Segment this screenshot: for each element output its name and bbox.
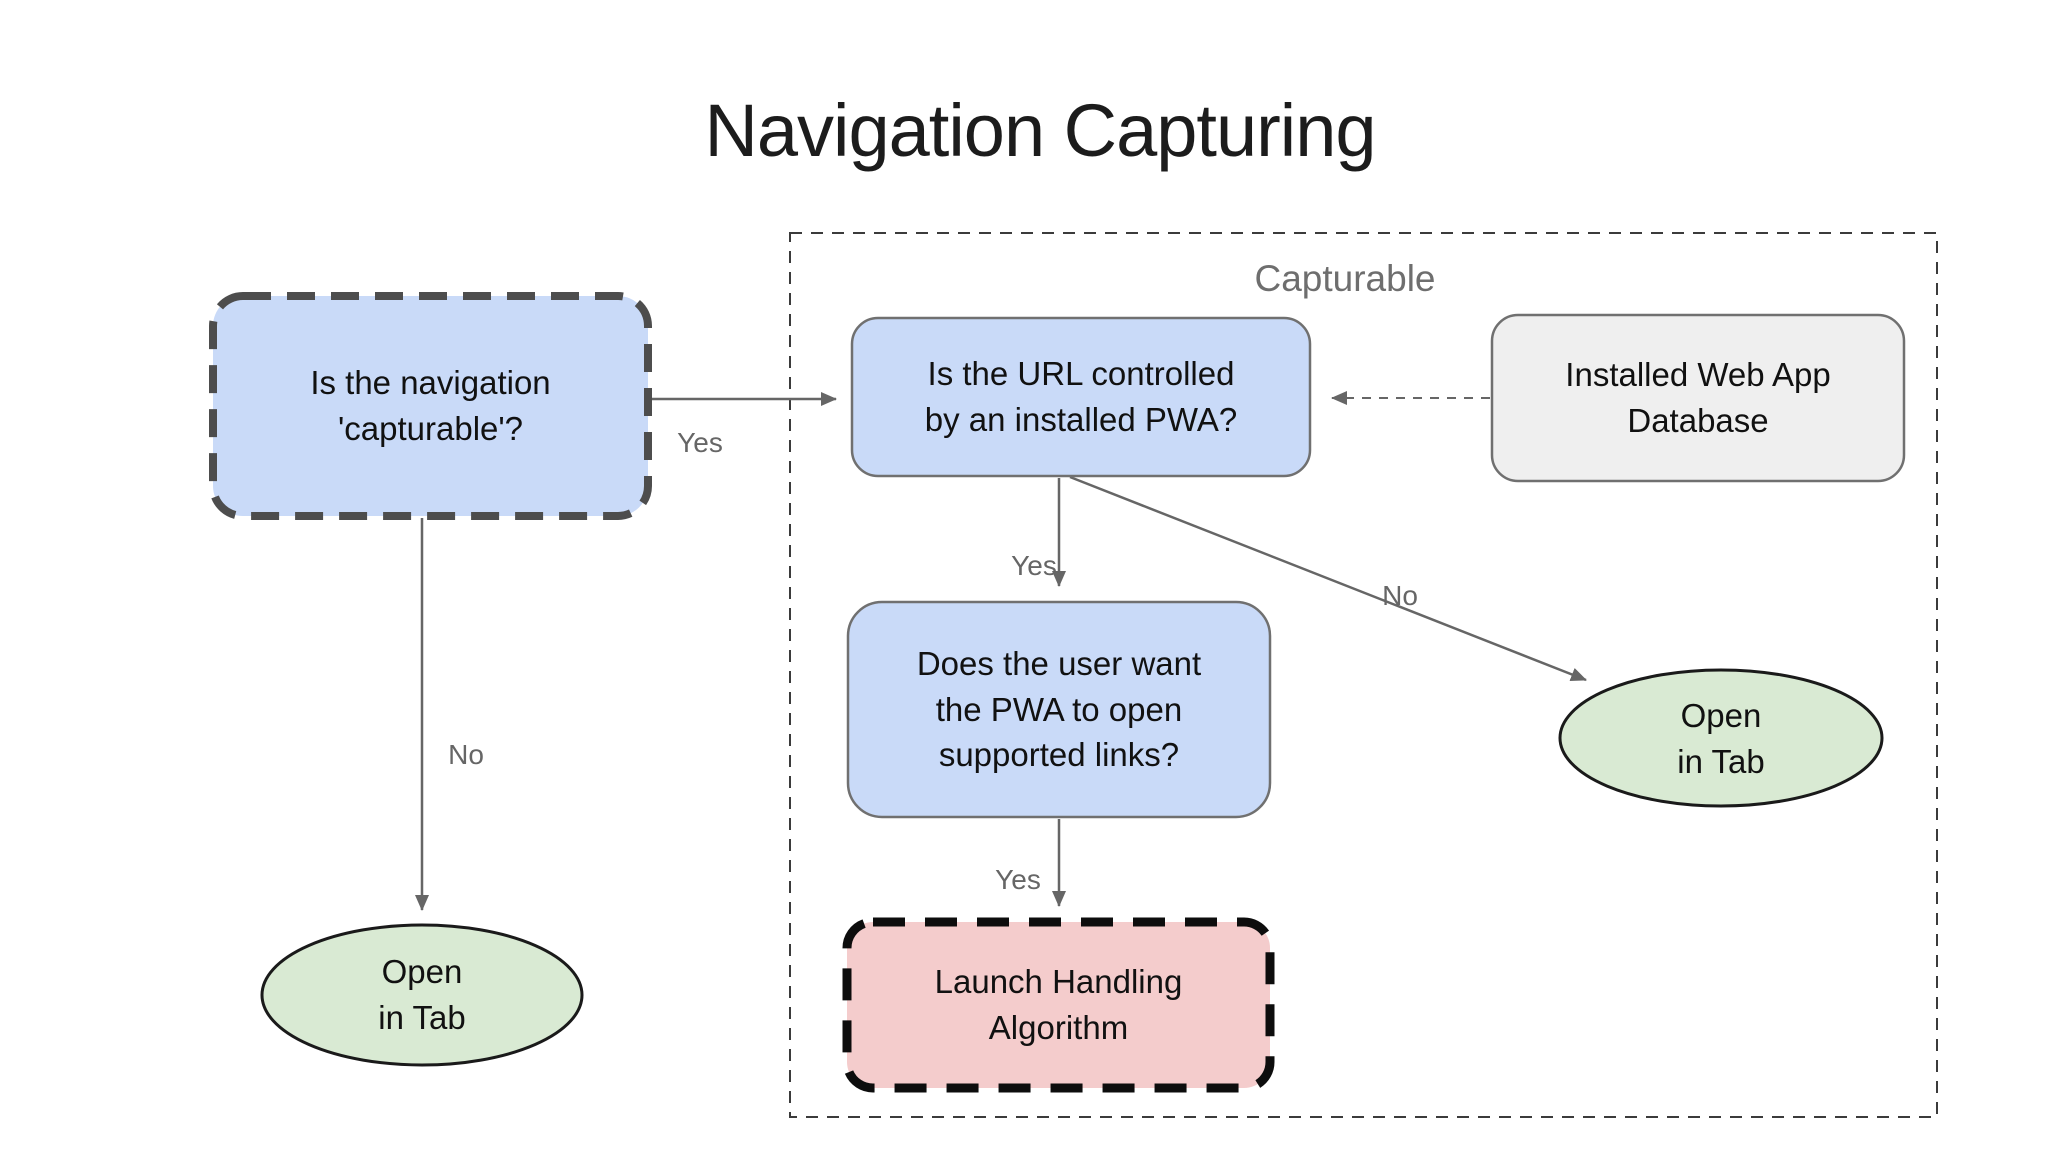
- node-capturable-question-label: Is the navigation 'capturable'?: [310, 364, 551, 447]
- node-user-question-shape: [846, 600, 1272, 819]
- node-database-shape: [1490, 313, 1906, 483]
- node-url-question-shape: [850, 316, 1312, 478]
- edge-label-user-yes: Yes: [995, 864, 1041, 895]
- node-url-question-label: Is the URL controlled by an installed PW…: [924, 355, 1238, 438]
- node-open-in-tab-left-shape: [260, 923, 584, 1067]
- node-open-in-tab-right-label: Open in Tab: [1677, 696, 1765, 780]
- capturable-group-border: [789, 232, 1938, 1118]
- edge-label-capturable-no: No: [448, 739, 484, 770]
- edge-url-no-arrow: [1069, 475, 1587, 682]
- node-user-question-label: Does the user want the PWA to open suppo…: [916, 645, 1202, 774]
- node-open-in-tab-left-label: Open in Tab: [378, 953, 466, 1036]
- node-launch-handling-shape: [842, 917, 1275, 1093]
- edge-label-url-yes: Yes: [1011, 550, 1057, 581]
- edge-label-capturable-yes: Yes: [677, 427, 723, 458]
- node-capturable-question-shape: [209, 292, 652, 520]
- page-title: Navigation Capturing: [704, 89, 1376, 172]
- node-launch-handling-label: Launch Handling Algorithm: [934, 963, 1183, 1046]
- node-database-label: Installed Web App Database: [1565, 356, 1831, 439]
- node-open-in-tab-right-shape: [1558, 668, 1884, 808]
- edge-label-url-no: No: [1382, 580, 1418, 611]
- capturable-group-label: Capturable: [1254, 258, 1436, 299]
